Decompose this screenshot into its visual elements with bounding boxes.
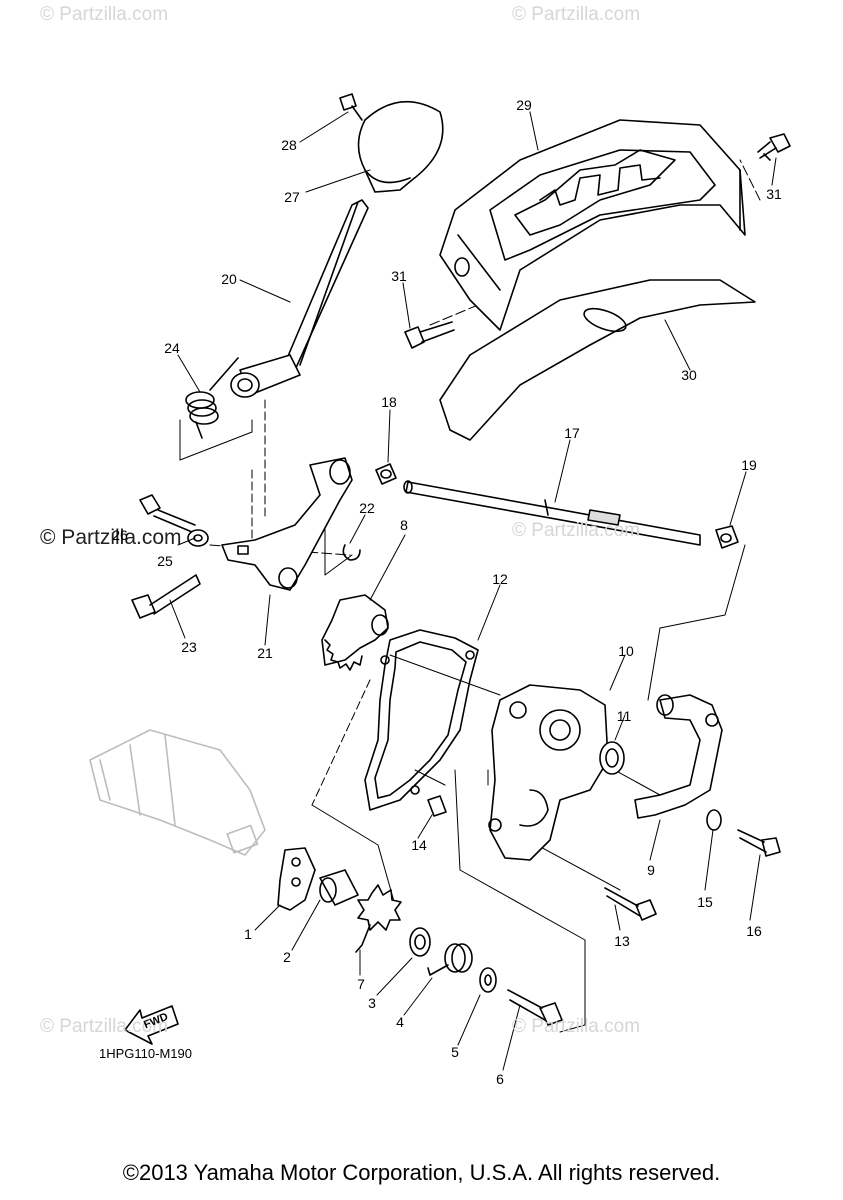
callout-26: 26 xyxy=(112,527,128,543)
callout-14: 14 xyxy=(411,837,427,853)
watermark: © Partzilla.com xyxy=(40,4,169,25)
watermark: © Partzilla.com xyxy=(512,4,641,25)
callout-23: 23 xyxy=(181,639,197,655)
fwd-arrow-icon xyxy=(124,1005,179,1045)
callout-7: 7 xyxy=(357,976,365,992)
washer-3 xyxy=(409,927,431,957)
pin-23 xyxy=(131,574,201,619)
callout-19: 19 xyxy=(741,457,757,473)
bell-crank-21 xyxy=(221,457,353,591)
copyright-notice: ©2013 Yamaha Motor Corporation, U.S.A. A… xyxy=(122,1160,721,1185)
callout-13: 13 xyxy=(614,933,630,949)
watermark: © Partzilla.com xyxy=(512,1016,641,1037)
callout-18: 18 xyxy=(381,394,397,410)
watermark: © Partzilla.com xyxy=(40,1016,169,1037)
gate-cover xyxy=(439,119,746,331)
callout-1: 1 xyxy=(244,926,252,942)
shift-drum xyxy=(89,729,266,856)
bolt-16 xyxy=(737,829,781,857)
segment-gear-8 xyxy=(321,594,389,671)
callout-28: 28 xyxy=(281,137,297,153)
collar-18 xyxy=(375,463,397,485)
watermark: © Partzilla.com xyxy=(512,520,641,541)
callout-11: 11 xyxy=(616,708,632,724)
callout-15: 15 xyxy=(697,894,713,910)
lower-cover xyxy=(439,279,756,441)
callout-31: 31 xyxy=(766,186,782,202)
gasket-12 xyxy=(364,629,479,811)
callout-20: 20 xyxy=(221,271,237,287)
collar-19 xyxy=(715,525,739,549)
washer-5 xyxy=(479,967,497,993)
callout-4: 4 xyxy=(396,1014,404,1030)
shaft-17 xyxy=(403,480,701,546)
callout-17: 17 xyxy=(564,425,580,441)
diagram-code: 1HPG110-M190 xyxy=(99,1046,192,1061)
bolt-31-left xyxy=(404,321,455,349)
shift-lever xyxy=(230,199,369,398)
callout-21: 21 xyxy=(257,645,273,661)
callout-5: 5 xyxy=(451,1044,459,1060)
callout-2: 2 xyxy=(283,949,291,965)
bolt-13 xyxy=(604,887,657,921)
callout-8: 8 xyxy=(400,517,408,533)
watermark: © Partzilla.com xyxy=(40,526,182,549)
washer-15 xyxy=(706,809,722,831)
callout-leaders xyxy=(169,111,777,1071)
washer-25 xyxy=(187,529,209,547)
collar-2 xyxy=(319,869,359,906)
callout-27: 27 xyxy=(284,189,300,205)
callout-10: 10 xyxy=(618,643,634,659)
bolt-31-top xyxy=(757,133,791,161)
bolt-26 xyxy=(139,494,196,533)
bolt-6 xyxy=(507,989,563,1026)
oil-seal-11 xyxy=(599,741,625,775)
shift-arm-9 xyxy=(634,694,723,819)
knob-screw xyxy=(339,93,363,121)
callout-12: 12 xyxy=(492,571,508,587)
callout-24: 24 xyxy=(164,340,180,356)
collar-14 xyxy=(427,795,447,817)
callout-16: 16 xyxy=(746,923,762,939)
callout-25: 25 xyxy=(157,553,173,569)
clip-22 xyxy=(342,544,361,561)
housing-10 xyxy=(488,684,609,861)
callout-22: 22 xyxy=(359,500,375,516)
stopper-star-7 xyxy=(355,884,402,953)
callout-6: 6 xyxy=(496,1071,504,1087)
callout-3: 3 xyxy=(368,995,376,1011)
callout-31: 31 xyxy=(391,268,407,284)
spring-24 xyxy=(185,357,239,439)
callout-29: 29 xyxy=(516,97,532,113)
stopper-lever-1 xyxy=(277,847,316,911)
callout-30: 30 xyxy=(681,367,697,383)
spring-4 xyxy=(427,943,473,976)
callout-9: 9 xyxy=(647,862,655,878)
shift-knob xyxy=(357,100,444,193)
